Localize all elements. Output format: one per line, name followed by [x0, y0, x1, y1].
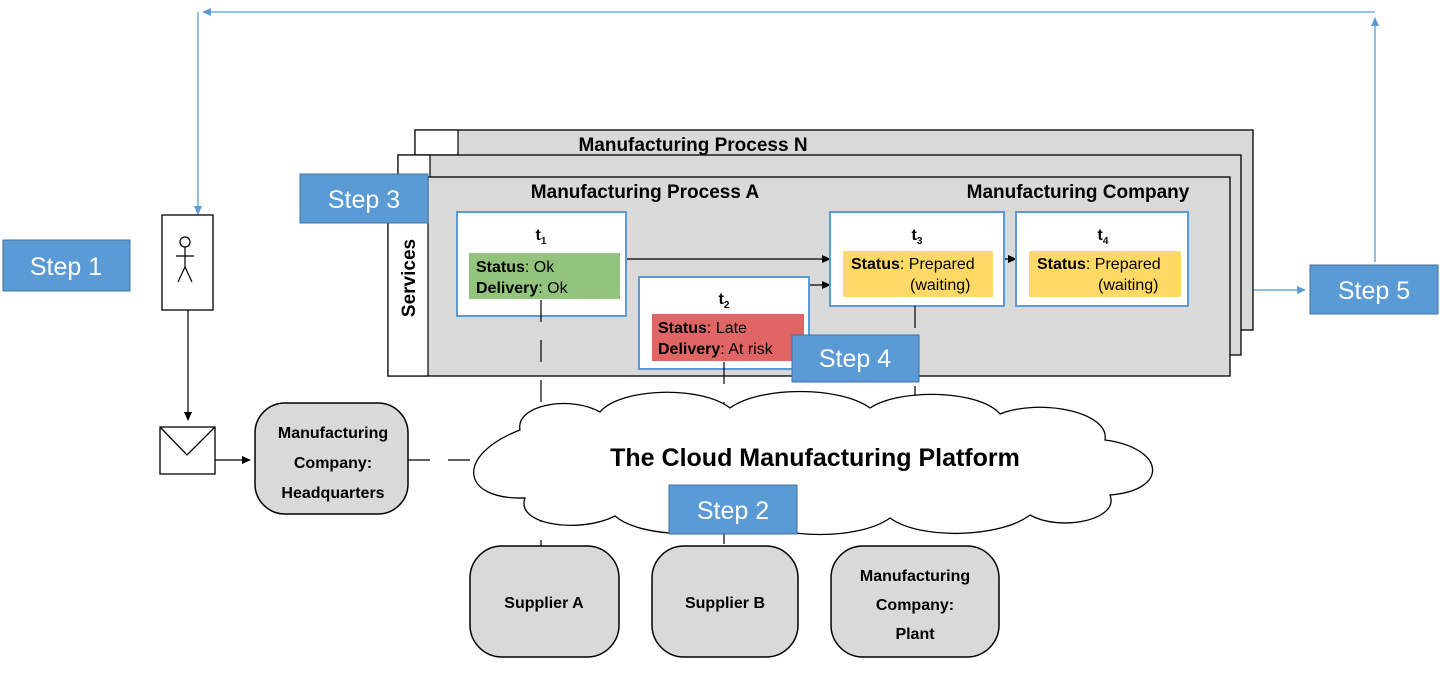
status-prepared-box [1029, 251, 1181, 297]
svg-text:Step 5: Step 5 [1338, 277, 1410, 305]
svg-text:Step 2: Step 2 [697, 497, 769, 525]
step-1-label: Step 1 [2, 239, 131, 292]
process-a-title: Manufacturing Process A [531, 182, 760, 203]
svg-text:Supplier A: Supplier A [504, 595, 584, 612]
services-label: Services [399, 239, 420, 317]
task-t3: t3 Status: Prepared (waiting) [829, 211, 1005, 307]
svg-text:Company:: Company: [294, 455, 372, 472]
svg-text:t4: t4 [1098, 227, 1109, 247]
task-flow-arrows [626, 255, 1017, 289]
svg-text:Manufacturing: Manufacturing [860, 568, 970, 585]
svg-text:Status: Prepared: Status: Prepared [851, 256, 975, 273]
svg-text:Delivery: Ok: Delivery: Ok [476, 280, 569, 297]
svg-text:Plant: Plant [895, 626, 935, 643]
status-late-box [652, 314, 804, 361]
svg-text:Company:: Company: [876, 597, 954, 614]
task-t1: t1 Status: Ok Delivery: Ok [456, 211, 627, 317]
step-3-label: Step 3 [299, 173, 429, 224]
svg-text:Status: Prepared: Status: Prepared [1037, 256, 1161, 273]
svg-text:Headquarters: Headquarters [281, 485, 384, 502]
svg-text:Manufacturing: Manufacturing [278, 425, 388, 442]
cloud-platform: The Cloud Manufacturing Platform [473, 390, 1154, 536]
step-5-label: Step 5 [1309, 264, 1439, 315]
svg-text:Status: Ok: Status: Ok [476, 259, 555, 276]
status-prepared-box [843, 251, 993, 297]
headquarters-node: Manufacturing Company: Headquarters [254, 402, 409, 515]
status-ok-box [469, 253, 620, 299]
supplier-b-node: Supplier B [651, 545, 799, 658]
manufacturing-company-title: Manufacturing Company [967, 182, 1190, 203]
svg-text:Step 3: Step 3 [328, 186, 400, 214]
svg-text:t2: t2 [719, 291, 730, 311]
step-2-label: Step 2 [668, 484, 798, 535]
stick-figure-icon [176, 236, 194, 283]
plant-node: Manufacturing Company: Plant [830, 545, 1000, 658]
supplier-a-node: Supplier A [469, 545, 620, 658]
step-4-label: Step 4 [791, 334, 920, 383]
platform-title: The Cloud Manufacturing Platform [610, 444, 1020, 472]
svg-text:Step 1: Step 1 [30, 253, 102, 281]
svg-text:Delivery: At risk: Delivery: At risk [658, 341, 774, 358]
svg-text:Step 4: Step 4 [819, 345, 891, 373]
svg-text:Supplier B: Supplier B [685, 595, 765, 612]
task-t4: t4 Status: Prepared (waiting) [1015, 211, 1189, 307]
svg-text:(waiting): (waiting) [1098, 277, 1158, 294]
svg-text:t1: t1 [536, 227, 547, 247]
svg-text:(waiting): (waiting) [910, 277, 970, 294]
envelope-icon [159, 426, 216, 475]
task-index: 1 [541, 236, 547, 247]
svg-text:t3: t3 [912, 227, 923, 247]
svg-text:Status: Late: Status: Late [658, 320, 747, 337]
task-name: t [536, 227, 542, 244]
process-n-title: Manufacturing Process N [578, 135, 807, 156]
actor-box [161, 214, 214, 311]
task-t2: t2 Status: Late Delivery: At risk [638, 276, 810, 370]
